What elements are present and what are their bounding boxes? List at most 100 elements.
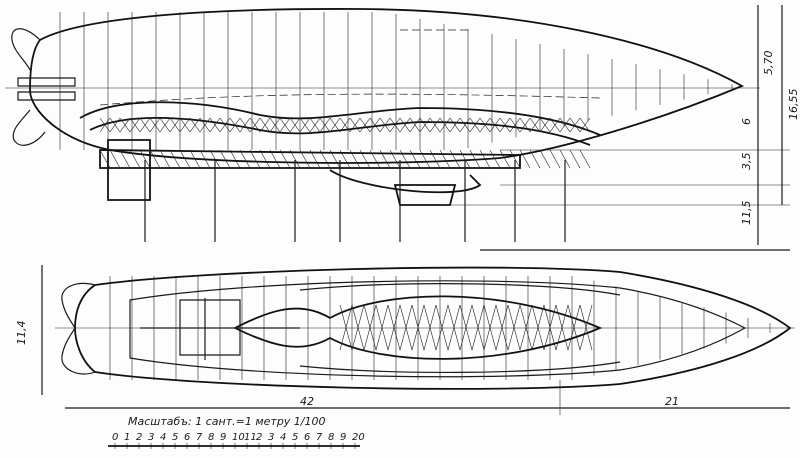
- truss-member: [483, 304, 497, 351]
- scale-tick-label: 8: [208, 432, 214, 443]
- truss-member: [439, 117, 451, 133]
- dim-total-height: 16,55: [787, 89, 800, 121]
- truss-member: [459, 304, 473, 351]
- rudder: [17, 77, 76, 101]
- plan-view: 11,4 42 21: [15, 249, 795, 415]
- truss-member: [189, 117, 201, 133]
- scale-tick-label: 9: [220, 432, 226, 443]
- truss-member: [139, 117, 151, 133]
- scale-tick-label: 6: [184, 432, 190, 443]
- truss-member: [149, 117, 161, 133]
- truss-member: [519, 149, 531, 169]
- truss-member: [569, 149, 581, 169]
- truss-member: [119, 149, 131, 169]
- keel-truss: [99, 117, 591, 169]
- truss-member: [499, 117, 511, 133]
- truss-member: [529, 149, 541, 169]
- truss-member: [519, 304, 533, 351]
- scale-tick-label: 20: [352, 432, 365, 443]
- scale-tick-label: 1: [124, 432, 130, 443]
- truss-member: [549, 149, 561, 169]
- truss-member: [351, 304, 365, 351]
- truss-member: [159, 149, 171, 169]
- truss-member: [179, 117, 191, 133]
- truss-member: [339, 117, 351, 133]
- truss-member: [539, 149, 551, 169]
- truss-member: [579, 117, 591, 133]
- truss-member: [149, 149, 161, 169]
- truss-member: [519, 117, 531, 133]
- truss-member: [199, 149, 211, 169]
- truss-member: [339, 149, 351, 169]
- truss-member: [389, 149, 401, 169]
- scale-tick-label: 2: [136, 432, 142, 443]
- truss-member: [209, 117, 221, 133]
- truss-member: [567, 304, 581, 351]
- truss-member: [209, 149, 221, 169]
- truss-member: [129, 117, 141, 133]
- truss-member: [449, 117, 461, 133]
- truss-member: [239, 117, 251, 133]
- truss-member: [495, 304, 509, 351]
- truss-member: [309, 117, 321, 133]
- truss-member: [579, 149, 591, 169]
- envelope-plan: [74, 266, 792, 390]
- truss-member: [109, 149, 121, 169]
- truss-member: [439, 149, 451, 169]
- truss-member: [509, 117, 521, 133]
- truss-member: [469, 117, 481, 133]
- truss-member: [219, 149, 231, 169]
- scale-tick-label: 7: [196, 432, 203, 443]
- truss-member: [139, 149, 151, 169]
- scale-tick-label: 3: [268, 432, 274, 443]
- gondola: [329, 169, 482, 206]
- scale-tick-label: 4: [160, 432, 166, 443]
- scale-tick-label: 2: [256, 432, 262, 443]
- truss-member: [411, 304, 425, 351]
- truss-member: [269, 149, 281, 169]
- truss-member: [319, 117, 331, 133]
- truss-member: [349, 149, 361, 169]
- truss-member: [531, 304, 545, 351]
- plan-truss: [339, 304, 593, 351]
- truss-member: [409, 117, 421, 133]
- truss-member: [423, 304, 437, 351]
- truss-member: [339, 304, 353, 351]
- keel-lower: [89, 116, 591, 146]
- truss-member: [349, 117, 361, 133]
- truss-member: [569, 117, 581, 133]
- tail-fin-side: [11, 28, 46, 146]
- truss-member: [559, 149, 571, 169]
- scale-caption: Масштабъ: 1 сант.=1 метру 1/100: [128, 415, 326, 428]
- truss-member: [509, 149, 521, 169]
- scale-tick-label: 11: [244, 432, 257, 443]
- truss-member: [555, 304, 569, 351]
- tail-plan: [61, 282, 96, 375]
- dim-ground-clearance: 11,5: [740, 201, 753, 226]
- inner-outline: [129, 280, 747, 378]
- truss-member: [189, 149, 201, 169]
- truss-member: [579, 304, 593, 351]
- scale-tick-label: 0: [112, 432, 118, 443]
- truss-member: [479, 117, 491, 133]
- truss-member: [289, 117, 301, 133]
- truss-member: [429, 117, 441, 133]
- truss-member: [159, 117, 171, 133]
- truss-member: [479, 149, 491, 169]
- dim-width: 11,4: [15, 321, 28, 346]
- truss-member: [119, 117, 131, 133]
- truss-member: [429, 149, 441, 169]
- lower-dashed: [99, 93, 601, 106]
- truss-member: [419, 149, 431, 169]
- truss-member: [259, 149, 271, 169]
- side-view: 5,70 6 3,5 11,5 16,55: [5, 5, 800, 245]
- truss-member: [459, 117, 471, 133]
- truss-member: [489, 149, 501, 169]
- truss-member: [379, 117, 391, 133]
- truss-member: [229, 149, 241, 169]
- truss-member: [239, 149, 251, 169]
- truss-member: [369, 149, 381, 169]
- truss-member: [109, 117, 121, 133]
- truss-member: [399, 304, 413, 351]
